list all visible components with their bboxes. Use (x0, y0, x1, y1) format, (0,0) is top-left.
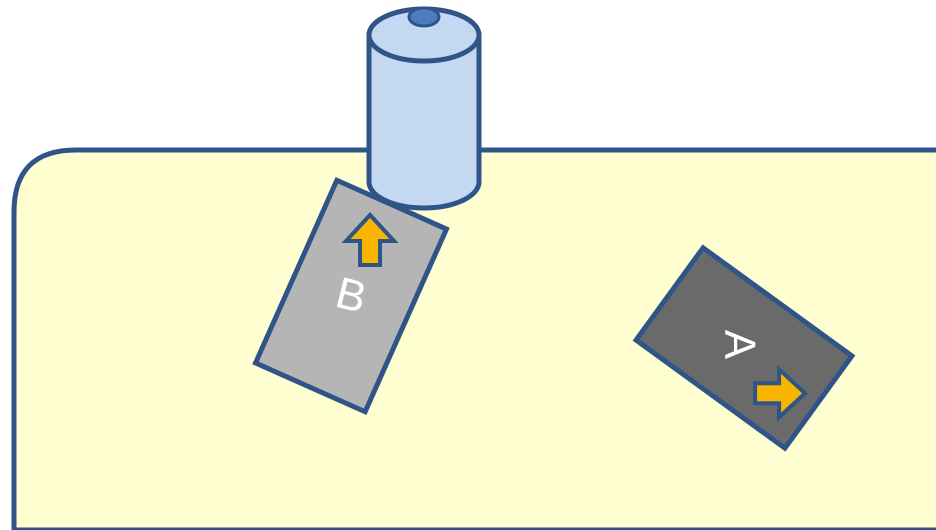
card-a-label: A (715, 330, 764, 360)
cylinder-cap (409, 8, 439, 26)
cylinder-icon (369, 8, 479, 208)
